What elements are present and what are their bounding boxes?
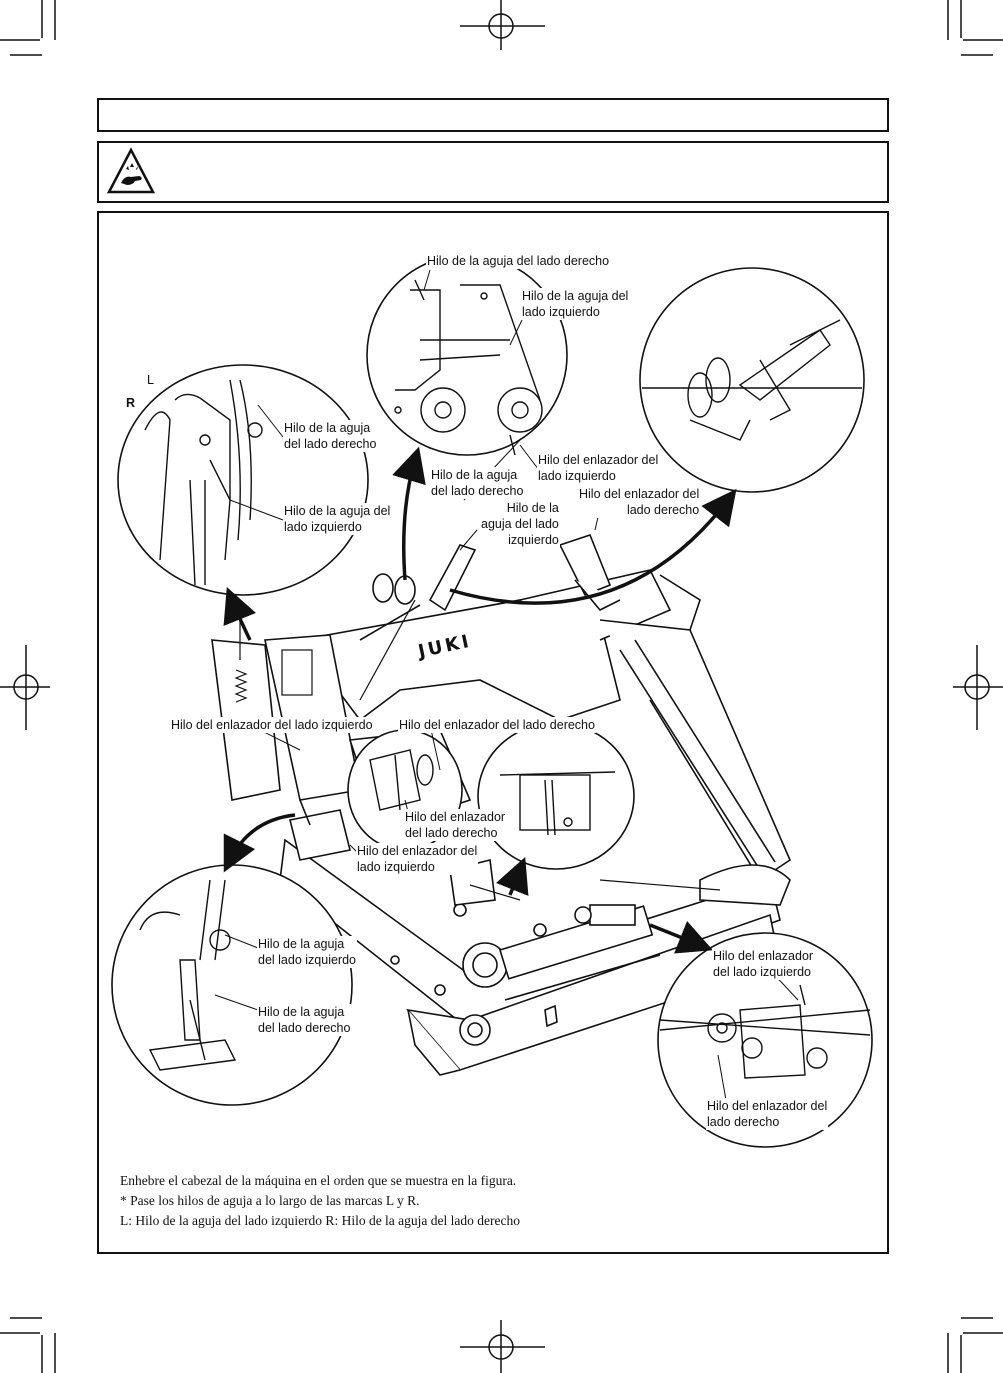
label-left-needle-left-line1: Hilo de la aguja del: [284, 504, 391, 518]
center-right-detail-parts: [499, 771, 616, 836]
label-bottom-looper-right-line1: Hilo del enlazador del: [707, 1099, 828, 1113]
label-left-needle-right-line1: Hilo de la aguja: [284, 421, 371, 435]
mark-R: R: [125, 395, 137, 411]
label-top-needle-right: Hilo de la aguja del lado derecho: [426, 253, 611, 269]
label-center-looper-right: Hilo del enlazador del lado derecho: [578, 486, 701, 518]
label-bottom-needle-left-line1: Hilo de la aguja: [258, 937, 345, 951]
caption-line-1: Enhebre el cabezal de la máquina en el o…: [120, 1173, 517, 1188]
caption-line-3: L: Hilo de la aguja del lado izquierdo R…: [120, 1213, 520, 1228]
label-looper-left-mid-line2: lado izquierdo: [357, 860, 435, 874]
label-bottom-looper-left-line2: del lado izquierdo: [713, 965, 811, 979]
label-center-looper-left-line1: Hilo del enlazador del: [538, 453, 659, 467]
label-bottom-needle-right-line1: Hilo de la aguja: [258, 1005, 345, 1019]
label-top-needle-left-line1: Hilo de la aguja del: [522, 289, 629, 303]
label-looper-left-long: Hilo del enlazador del lado izquierdo: [170, 717, 374, 733]
mark-L: L: [146, 372, 155, 388]
label-looper-left-mid-line1: Hilo del enlazador del: [357, 844, 478, 858]
label-bottom-needle-left-line2: del lado izquierdo: [258, 953, 356, 967]
label-center-looper-left: Hilo del enlazador del lado izquierdo: [537, 452, 660, 484]
bottom-right-detail-parts: [659, 984, 871, 1079]
label-center-looper-left-line2: lado izquierdo: [538, 469, 616, 483]
left-detail-parts: [144, 379, 263, 586]
label-bottom-needle-left: Hilo de la aguja del lado izquierdo: [257, 936, 357, 968]
label-center-looper-right-line1: Hilo del enlazador del: [579, 487, 700, 501]
figure-caption: Enhebre el cabezal de la máquina en el o…: [120, 1171, 520, 1231]
label-looper-right-mid-line1: Hilo del enlazador: [405, 810, 506, 824]
label-center-needle-left-line1: Hilo de la: [506, 501, 559, 515]
top-right-detail-parts: [642, 319, 862, 441]
detail-left: [117, 364, 369, 596]
label-center-needle-left-line3: izquierdo: [508, 533, 559, 547]
label-center-needle-left: Hilo de la aguja del lado izquierdo: [480, 500, 560, 548]
label-center-needle-right-line1: Hilo de la aguja: [431, 468, 518, 482]
title-bar: [97, 98, 889, 132]
label-bottom-needle-right-line2: del lado derecho: [258, 1021, 351, 1035]
label-left-needle-left-line2: lado izquierdo: [284, 520, 362, 534]
label-bottom-needle-right: Hilo de la aguja del lado derecho: [257, 1004, 352, 1036]
label-bottom-looper-left-line1: Hilo del enlazador: [713, 949, 814, 963]
label-center-needle-right-line2: del lado derecho: [431, 484, 524, 498]
label-center-needle-left-line2: aguja del lado: [481, 517, 559, 531]
label-center-looper-right-line2: lado derecho: [626, 503, 700, 517]
label-top-needle-left-line2: lado izquierdo: [522, 305, 600, 319]
warning-box: [97, 141, 889, 203]
label-looper-right-mid: Hilo del enlazador del lado derecho: [404, 809, 507, 841]
label-bottom-looper-right: Hilo del enlazador del lado derecho: [706, 1098, 829, 1130]
label-left-needle-left: Hilo de la aguja del lado izquierdo: [283, 503, 392, 535]
label-looper-right-long: Hilo del enlazador del lado derecho: [398, 717, 596, 733]
label-bottom-looper-right-line2: lado derecho: [707, 1115, 780, 1129]
center-left-detail-parts: [369, 749, 434, 811]
label-left-needle-right-line2: del lado derecho: [284, 437, 377, 451]
figure-frame: [97, 211, 889, 1254]
caption-line-2: * Pase los hilos de aguja a lo largo de …: [120, 1193, 420, 1208]
label-top-needle-left: Hilo de la aguja del lado izquierdo: [521, 288, 630, 320]
top-detail-parts: [394, 279, 543, 456]
label-looper-left-mid: Hilo del enlazador del lado izquierdo: [356, 843, 479, 875]
label-bottom-looper-left: Hilo del enlazador del lado izquierdo: [712, 948, 815, 980]
detail-bottom-right: [657, 932, 873, 1148]
detail-bottom-left: [111, 864, 353, 1106]
label-center-needle-right: Hilo de la aguja del lado derecho: [430, 467, 525, 499]
label-left-needle-right: Hilo de la aguja del lado derecho: [283, 420, 378, 452]
detail-top-right: [639, 267, 865, 493]
check-spring: [234, 620, 313, 703]
label-looper-right-mid-line2: del lado derecho: [405, 826, 498, 840]
thread-paths: [359, 599, 721, 901]
hand-caution-icon: [106, 147, 156, 194]
thread-tension-stand: [359, 534, 621, 641]
detail-center-right: [477, 722, 635, 870]
bottom-left-detail-parts: [139, 879, 237, 1071]
flow-arrows: [223, 446, 737, 954]
